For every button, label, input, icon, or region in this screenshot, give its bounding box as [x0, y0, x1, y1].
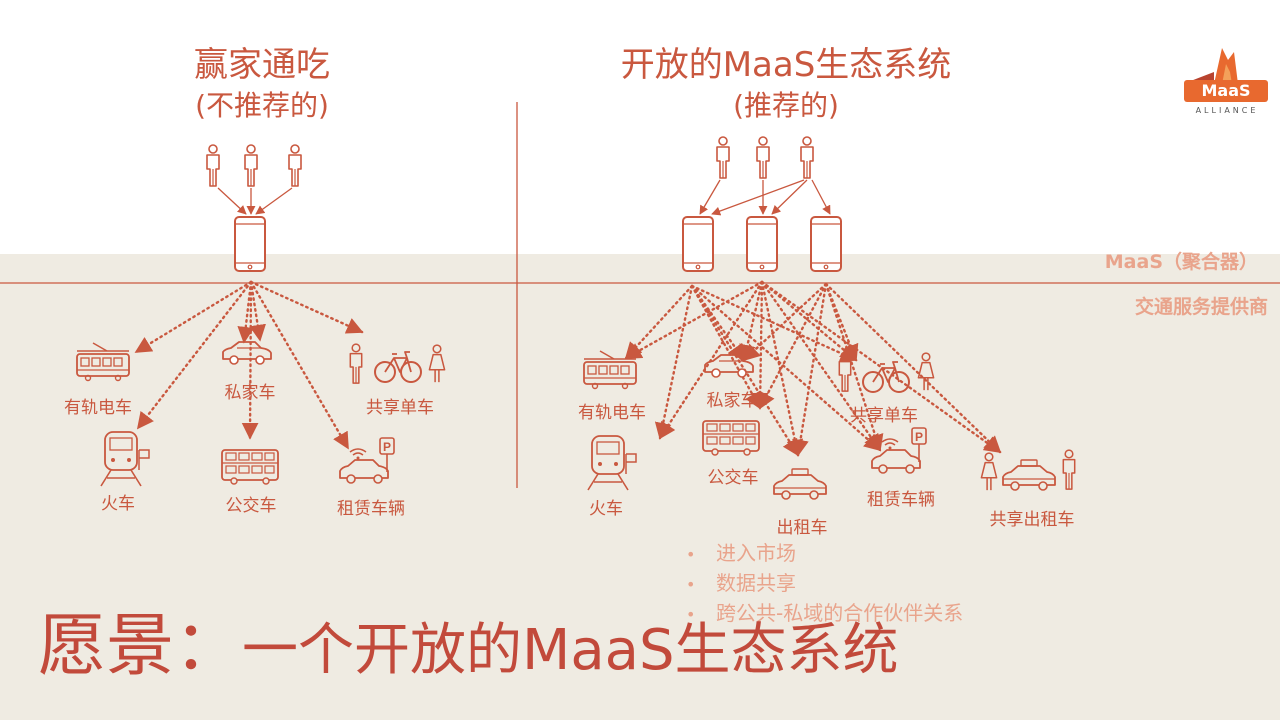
right-mode-label-car: 私家车 — [706, 391, 758, 411]
app-to-provider-arrow — [760, 280, 858, 362]
app-to-provider-arrow — [760, 280, 1002, 454]
app-to-provider-arrow — [624, 280, 764, 360]
connection-arrows — [134, 179, 1002, 457]
provider-layer-label: 交通服务提供商 — [1134, 296, 1268, 318]
app-to-provider-arrow — [237, 280, 255, 344]
left-mode-label-bikeshare: 共享单车 — [366, 398, 434, 418]
app-to-provider-arrow — [760, 280, 804, 457]
vision-text: 一个开放的MaaS生态系统 — [242, 618, 899, 683]
left-mode-label-bus: 公交车 — [225, 496, 277, 516]
app-to-provider-arrow — [249, 280, 350, 450]
app-to-provider-arrow — [134, 280, 253, 354]
app-to-provider-arrow — [824, 282, 859, 362]
user-icon — [288, 144, 302, 187]
user-to-app-arrow — [217, 187, 247, 215]
app-to-provider-arrow — [824, 282, 1002, 454]
right-mode-label-tram: 有轨电车 — [578, 403, 646, 423]
left-panel-title: 赢家通吃 — [194, 45, 330, 85]
maas-alliance-logo: MaaS ALLIANCE — [1178, 46, 1274, 120]
app-to-provider-arrow — [792, 282, 828, 457]
app-to-provider-arrow — [249, 280, 266, 342]
vision-statement: 愿景：一个开放的MaaS生态系统 — [38, 612, 899, 686]
right-mode-label-bus: 公交车 — [707, 468, 759, 488]
user-icon — [206, 144, 220, 187]
app-to-provider-arrow — [742, 282, 828, 362]
logo-wordmark: MaaS — [1184, 80, 1268, 102]
right-mode-label-rental: 租赁车辆 — [867, 490, 935, 510]
right-panel-subtitle: (推荐的) — [733, 89, 839, 122]
app-to-provider-arrow — [136, 280, 253, 430]
vision-label: 愿景： — [38, 607, 243, 686]
app-to-provider-arrow — [690, 284, 746, 362]
user-icon — [800, 136, 814, 179]
app-to-provider-arrow — [658, 280, 764, 440]
app-to-provider-arrow — [654, 284, 694, 440]
app-to-provider-arrow — [249, 280, 364, 334]
app-to-provider-arrow — [824, 282, 884, 452]
bullet-item: 数据共享 — [686, 569, 963, 599]
right-mode-label-shared-taxi: 共享出租车 — [989, 510, 1075, 530]
user-to-app-arrow — [699, 179, 721, 215]
right-mode-label-bikeshare: 共享单车 — [850, 406, 918, 426]
app-to-provider-arrow — [760, 280, 882, 452]
user-icon — [244, 144, 258, 187]
user-to-app-arrow — [255, 187, 293, 215]
right-panel-title: 开放的MaaS生态系统 — [620, 45, 952, 85]
user-to-app-arrow — [811, 179, 831, 215]
app-to-provider-arrow — [758, 282, 828, 410]
left-mode-label-train: 火车 — [101, 494, 135, 514]
app-to-provider-arrow — [690, 284, 858, 362]
smartphone-icon — [234, 216, 266, 272]
aggregator-layer-label: MaaS（聚合器） — [1104, 251, 1258, 273]
app-to-provider-arrow — [241, 280, 259, 440]
user-icon — [716, 136, 730, 179]
smartphone-icon — [746, 216, 778, 272]
left-mode-label-car: 私家车 — [224, 383, 276, 403]
bullet-item: 进入市场 — [686, 539, 963, 569]
user-to-app-arrow — [711, 179, 805, 216]
left-mode-label-rental: 租赁车辆 — [337, 499, 405, 519]
right-mode-label-train: 火车 — [589, 499, 623, 519]
app-to-provider-arrow — [690, 284, 882, 452]
user-icon — [756, 136, 770, 179]
benefit-bullet-list: 进入市场 数据共享 跨公共-私域的合作伙伴关系 — [686, 539, 963, 629]
smartphone-icon — [682, 216, 714, 272]
app-to-provider-arrow — [690, 284, 762, 410]
left-mode-label-tram: 有轨电车 — [64, 398, 132, 418]
left-panel-subtitle: (不推荐的) — [195, 89, 329, 122]
bullet-item: 跨公共-私域的合作伙伴关系 — [686, 599, 963, 629]
right-mode-label-taxi: 出租车 — [776, 518, 828, 538]
smartphone-icon — [810, 216, 842, 272]
user-to-app-arrow — [771, 179, 808, 215]
logo-subtitle: ALLIANCE — [1195, 106, 1259, 115]
